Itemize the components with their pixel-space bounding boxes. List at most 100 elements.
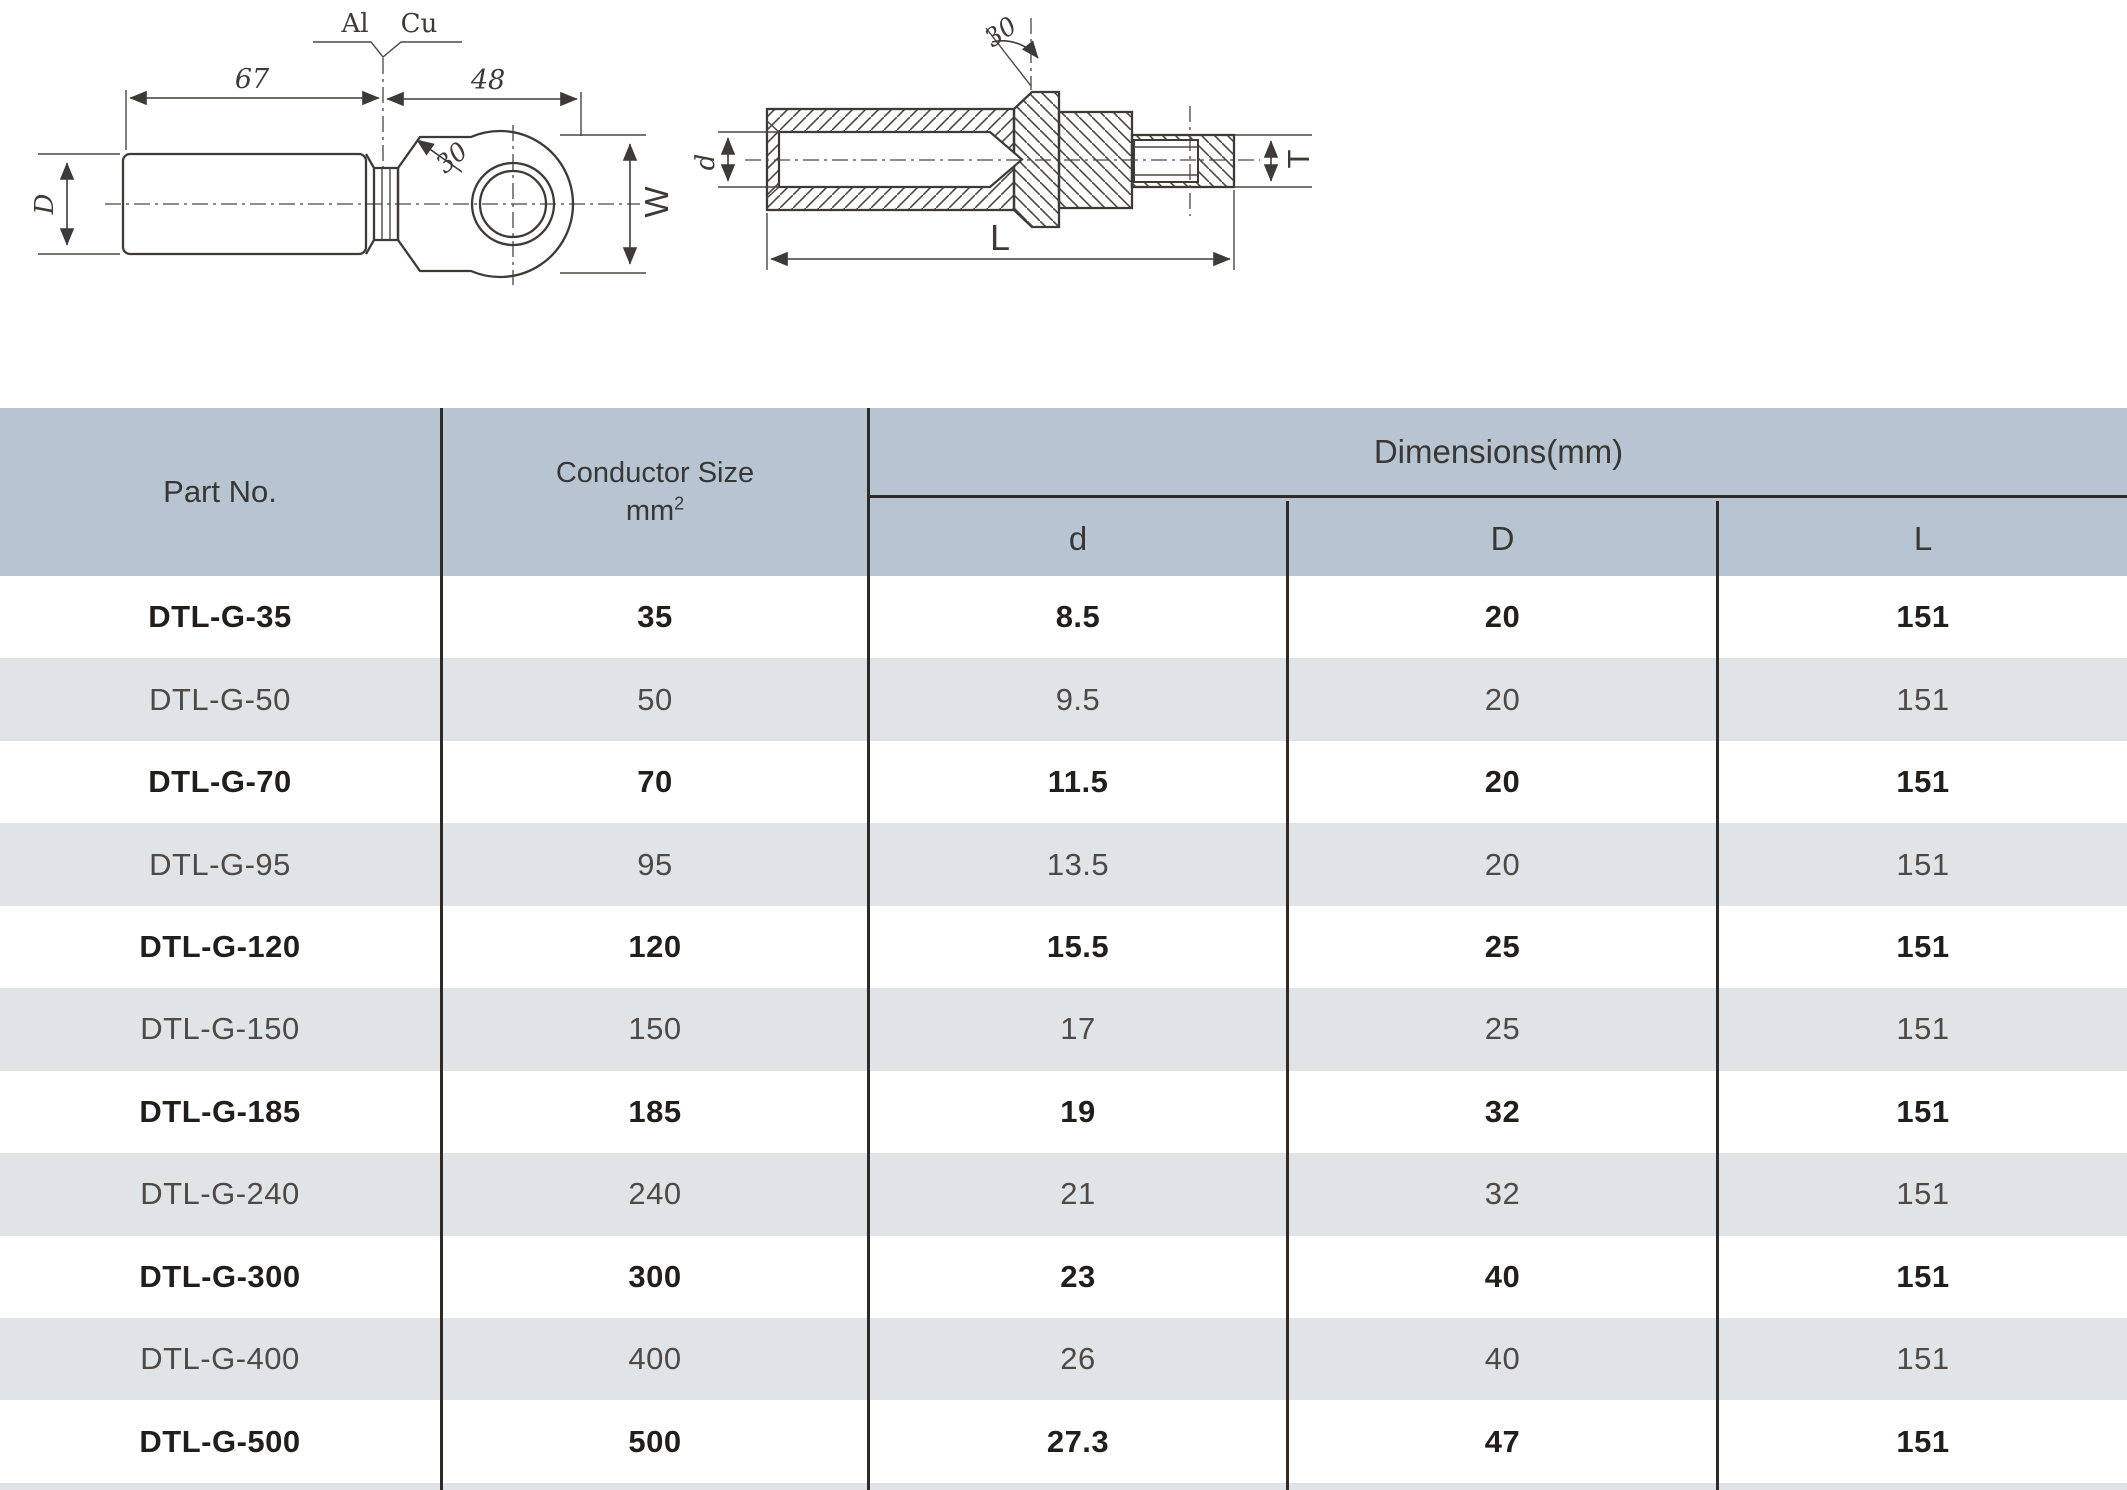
cell-conductor-size: 300 (443, 1235, 870, 1318)
dim-D-label: D (30, 193, 60, 215)
cell-dim-d: 9.5 (870, 658, 1289, 741)
cell-dim-L: 151 (1896, 599, 1950, 635)
dim-30-label-section: 30 (979, 11, 1022, 53)
table-row: DTL-G-500 500 27.3 47 151 (0, 1400, 2127, 1483)
al-cu-callout (313, 41, 462, 58)
header-col-L: L (1913, 519, 1933, 557)
dim-T-label: T (1281, 149, 1316, 168)
cell-dim-d: 27.3 (870, 1400, 1289, 1483)
cell-part-no: DTL-G-150 (0, 988, 443, 1071)
cell-dim-L: 151 (1896, 1258, 1950, 1294)
cell-dim-D: 20 (1289, 740, 1719, 824)
cell-dim-d: 13.5 (870, 823, 1289, 906)
cell-dim-D: 40 (1289, 1317, 1719, 1401)
cell-dim-L: 151 (1896, 1011, 1950, 1047)
cell-dim-L: 151 (1896, 1341, 1950, 1377)
table-body: DTL-G-35 35 8.5 20 151 DTL-G-50 50 9.5 2… (0, 576, 2127, 1483)
cell-dim-D: 25 (1289, 905, 1719, 989)
cell-dim-L: 151 (1896, 1176, 1950, 1212)
angle-flank-line (985, 27, 1032, 87)
cell-conductor-size: 150 (443, 988, 870, 1071)
cell-dim-L: 151 (1896, 681, 1950, 717)
cell-part-no: DTL-G-500 (0, 1400, 443, 1483)
dim-30-leader (416, 139, 463, 173)
header-conductor-size-label: Conductor Size (555, 457, 755, 489)
label-cu: Cu (401, 9, 438, 39)
cell-dim-L: 151 (1896, 928, 1950, 964)
table-header: Part No. Conductor Size mm2 Dimensions(m… (0, 408, 2127, 576)
table-row: DTL-G-120 120 15.5 25 151 (0, 905, 2127, 989)
cell-dim-D: 20 (1289, 658, 1719, 741)
cell-dim-L: 151 (1896, 846, 1950, 882)
cell-part-no: DTL-G-185 (0, 1070, 443, 1154)
cell-conductor-size: 400 (443, 1317, 870, 1401)
dim-W-label: W (638, 186, 675, 218)
cell-dim-d: 11.5 (870, 740, 1289, 824)
table-row: DTL-G-95 95 13.5 20 151 (0, 823, 2127, 906)
bolt-hole-inner (478, 169, 548, 239)
table-bottom-sliver (0, 1482, 2127, 1490)
header-dimensions: Dimensions(mm) (870, 408, 2127, 498)
cell-dim-D: 32 (1289, 1153, 1719, 1236)
cell-conductor-size: 50 (443, 658, 870, 741)
dim-d-label: d (691, 154, 721, 171)
bore-chamfer (766, 120, 780, 133)
dim-67-label: 67 (235, 64, 270, 95)
header-conductor-size-unit: mm2 (625, 493, 685, 527)
label-al: Al (340, 9, 368, 39)
table-row: DTL-G-50 50 9.5 20 151 (0, 658, 2127, 741)
cell-part-no: DTL-G-95 (0, 823, 443, 906)
cell-conductor-size: 500 (443, 1400, 870, 1483)
technical-drawing: Al Cu 67 48 30 D (0, 0, 1400, 300)
section-view: 30 d T L (691, 11, 1316, 270)
cell-dim-D: 47 (1289, 1400, 1719, 1483)
cell-conductor-size: 185 (443, 1070, 870, 1154)
table-row: DTL-G-400 400 26 40 151 (0, 1317, 2127, 1401)
cell-part-no: DTL-G-70 (0, 740, 443, 824)
cell-conductor-size: 70 (443, 740, 870, 824)
table-row: DTL-G-300 300 23 40 151 (0, 1235, 2127, 1318)
header-col-D: D (1289, 501, 1719, 576)
cell-part-no: DTL-G-50 (0, 658, 443, 741)
cell-dim-d: 8.5 (870, 576, 1289, 659)
cell-dim-d: 21 (870, 1153, 1289, 1236)
cell-dim-d: 15.5 (870, 905, 1289, 989)
bore-chamfer (766, 186, 780, 199)
dim-48-label: 48 (470, 65, 505, 96)
header-col-d: d (870, 501, 1289, 576)
table-row: DTL-G-150 150 17 25 151 (0, 988, 2127, 1071)
cell-dim-L: 151 (1896, 1093, 1950, 1129)
header-conductor-size: Conductor Size mm2 (443, 408, 870, 576)
cell-dim-D: 40 (1289, 1235, 1719, 1318)
bolt-hole-outer (470, 161, 556, 247)
header-part-no: Part No. (0, 408, 443, 576)
spec-table: Part No. Conductor Size mm2 Dimensions(m… (0, 408, 2127, 1490)
cell-dim-D: 25 (1289, 988, 1719, 1071)
cell-dim-d: 17 (870, 988, 1289, 1071)
cell-dim-D: 20 (1289, 576, 1719, 659)
table-row: DTL-G-35 35 8.5 20 151 (0, 576, 2127, 659)
cell-part-no: DTL-G-240 (0, 1153, 443, 1236)
side-view: Al Cu 67 48 30 D (30, 9, 675, 285)
cell-dim-D: 32 (1289, 1070, 1719, 1154)
dim-30-label: 30 (430, 136, 473, 179)
barrel-outline (121, 152, 368, 256)
dim-30-arc (991, 40, 1039, 59)
neck-outline (365, 153, 400, 255)
cell-part-no: DTL-G-120 (0, 905, 443, 989)
dim-L-label: L (990, 217, 1010, 258)
cell-conductor-size: 120 (443, 905, 870, 989)
cell-part-no: DTL-G-35 (0, 576, 443, 659)
cell-dim-D: 20 (1289, 823, 1719, 906)
palm-outline (396, 129, 575, 279)
cell-dim-d: 23 (870, 1235, 1289, 1318)
cell-dim-L: 151 (1896, 764, 1950, 800)
cell-dim-d: 19 (870, 1070, 1289, 1154)
cell-conductor-size: 240 (443, 1153, 870, 1236)
table-row: DTL-G-70 70 11.5 20 151 (0, 740, 2127, 824)
table-row: DTL-G-185 185 19 32 151 (0, 1070, 2127, 1154)
cell-part-no: DTL-G-300 (0, 1235, 443, 1318)
table-row: DTL-G-240 240 21 32 151 (0, 1153, 2127, 1236)
cell-dim-L: 151 (1896, 1423, 1950, 1459)
